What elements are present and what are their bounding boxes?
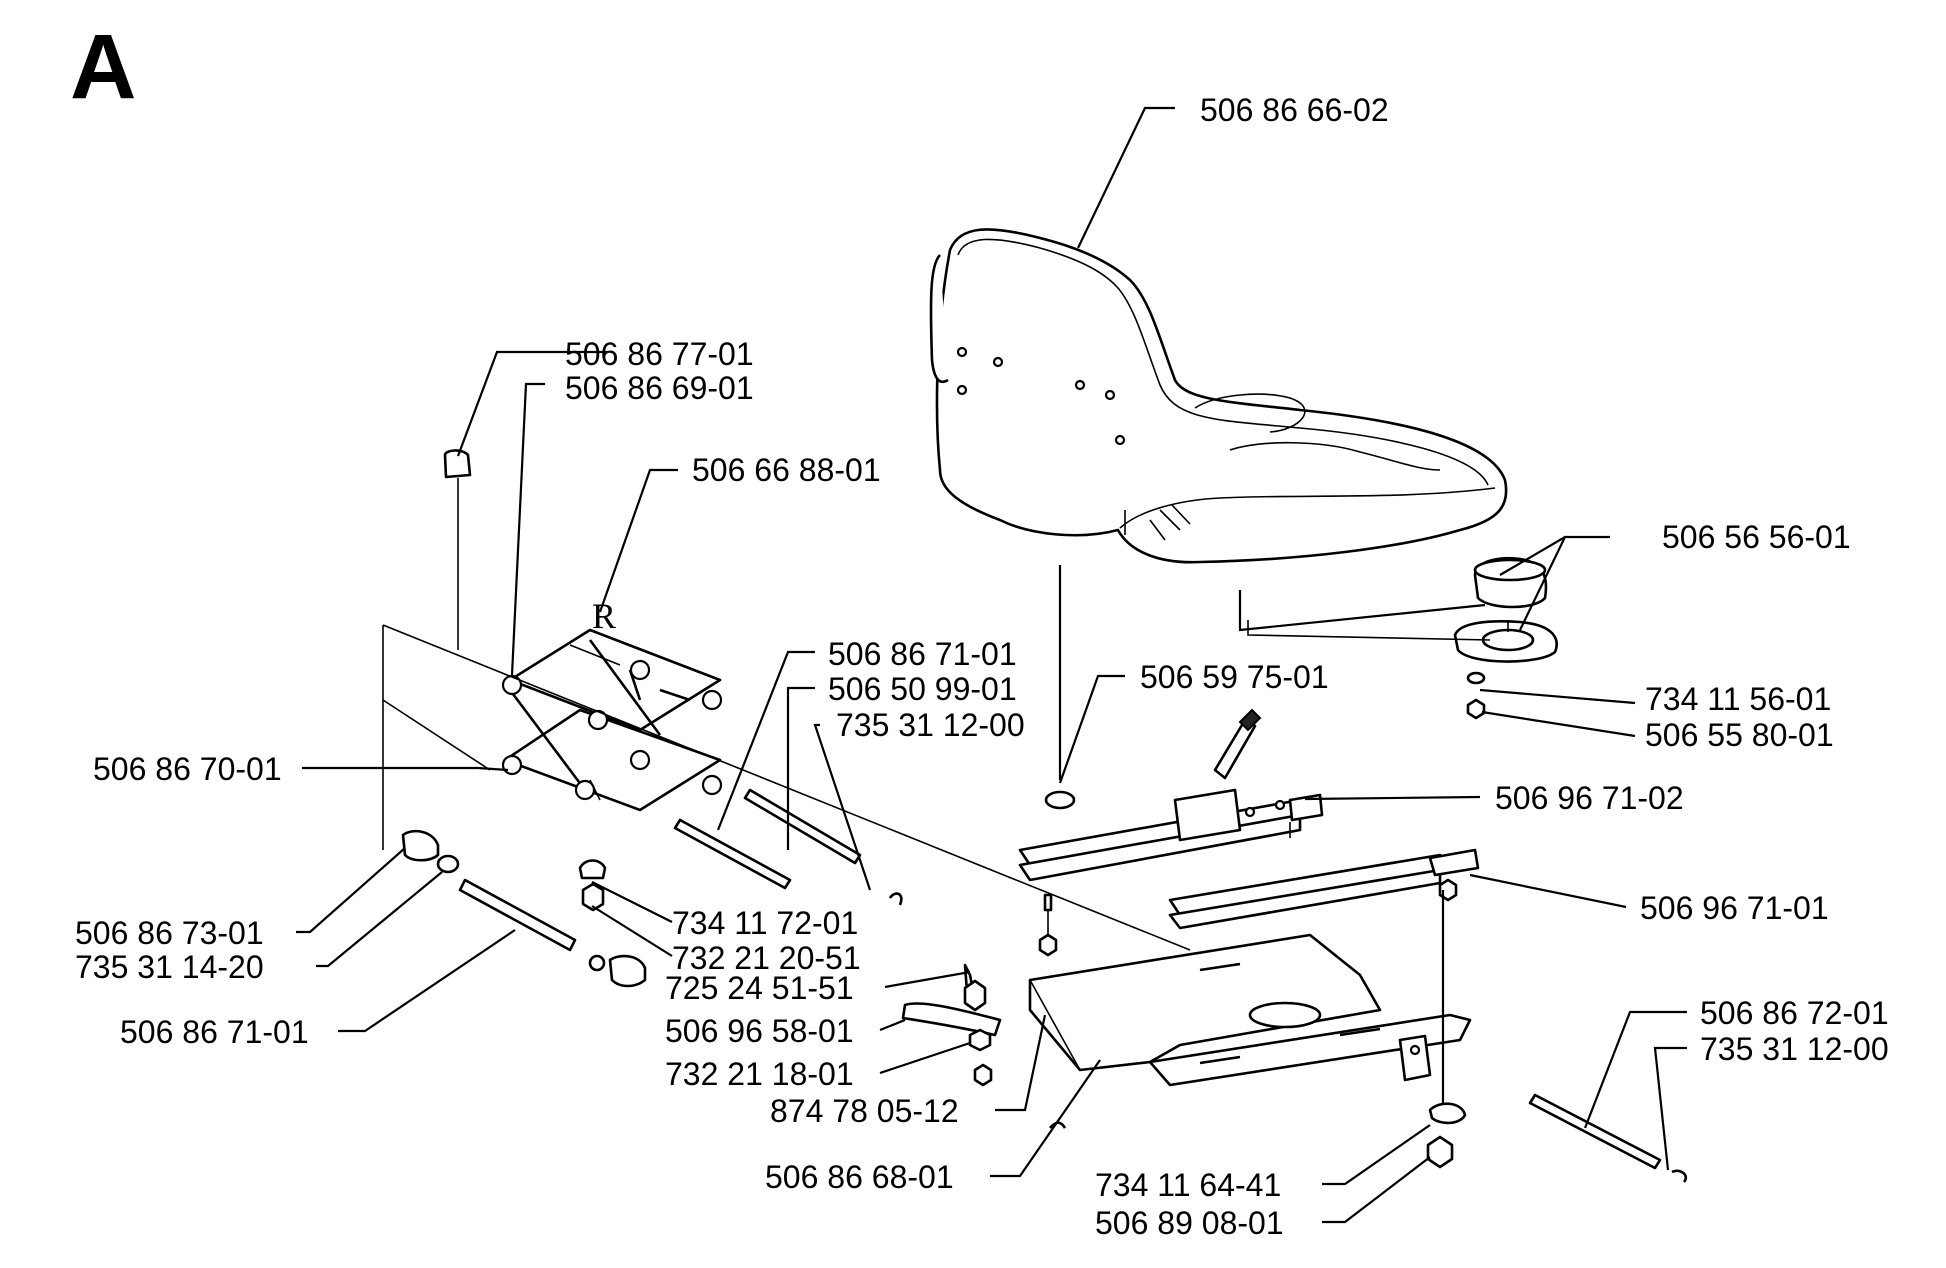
slide-rail-with-lever bbox=[1018, 708, 1324, 882]
label-ring: 735 31 14-20 bbox=[75, 949, 264, 985]
label-shaft-upper-a: 506 86 71-01 bbox=[828, 636, 1017, 672]
part-labels: 506 86 66-02 506 86 77-01 506 86 69-01 5… bbox=[75, 92, 1889, 1241]
label-rubber-mount-top: 506 59 75-01 bbox=[1140, 659, 1329, 695]
base-plate-illustration bbox=[1028, 893, 1472, 1087]
label-clip-upper: 735 31 12-00 bbox=[836, 707, 1025, 743]
leader-lines bbox=[296, 106, 1687, 1224]
rubber-mount-icon bbox=[1044, 790, 1076, 810]
label-nut-hinge: 732 21 18-01 bbox=[665, 1056, 854, 1092]
label-buffer: 506 56 56-01 bbox=[1662, 519, 1851, 555]
label-bolt-top: 506 86 77-01 bbox=[565, 336, 754, 372]
label-nut-bottom: 506 89 08-01 bbox=[1095, 1205, 1284, 1241]
small-parts bbox=[401, 788, 1688, 1183]
label-washer-mid: 734 11 72-01 bbox=[672, 905, 858, 941]
label-r-clip: 506 66 88-01 bbox=[692, 452, 881, 488]
label-nut-buffer: 506 55 80-01 bbox=[1645, 717, 1834, 753]
label-bolt-hinge: 725 24 51-51 bbox=[665, 970, 854, 1006]
label-shaft-lower: 506 86 71-01 bbox=[120, 1014, 309, 1050]
label-slide-rail-plain: 506 96 71-01 bbox=[1640, 890, 1829, 926]
label-slide-rail-lever: 506 96 71-02 bbox=[1495, 780, 1684, 816]
label-base-plate: 506 86 68-01 bbox=[765, 1159, 954, 1195]
label-seat: 506 86 66-02 bbox=[1200, 92, 1389, 128]
label-bolt-rail: 874 78 05-12 bbox=[770, 1093, 959, 1129]
label-clip-right: 735 31 12-00 bbox=[1700, 1031, 1889, 1067]
section-letter: A bbox=[70, 16, 136, 118]
label-spacer: 506 86 73-01 bbox=[75, 915, 264, 951]
label-bracket-arm: 506 86 69-01 bbox=[565, 370, 754, 406]
label-hinge-plate: 506 96 58-01 bbox=[665, 1013, 854, 1049]
label-washer-bottom: 734 11 64-41 bbox=[1095, 1167, 1281, 1203]
buffer-illustration bbox=[1453, 556, 1558, 720]
label-pin-upper: 506 50 99-01 bbox=[828, 671, 1017, 707]
label-shaft-right: 506 86 72-01 bbox=[1700, 995, 1889, 1031]
label-frame-assembly: 506 86 70-01 bbox=[93, 751, 282, 787]
slide-rail-plain bbox=[1168, 848, 1480, 930]
label-nut-mid: 732 21 20-51 bbox=[672, 940, 861, 976]
frame-assembly-illustration: R bbox=[382, 449, 1191, 951]
seat-illustration bbox=[929, 228, 1508, 564]
label-washer-buffer: 734 11 56-01 bbox=[1645, 681, 1831, 717]
